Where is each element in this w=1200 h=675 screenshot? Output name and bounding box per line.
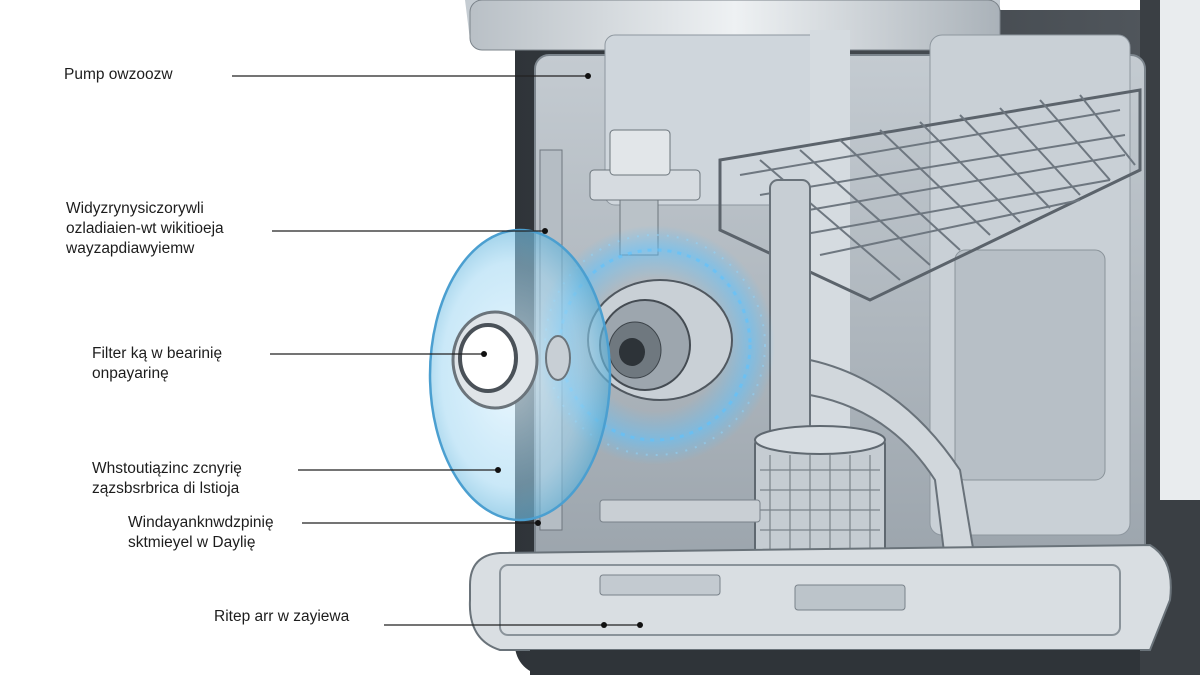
label-motor: Windayanknwdzpinię sktmieyel w Daylię	[128, 513, 274, 553]
leader-lines	[232, 75, 640, 626]
dish-rack	[718, 88, 1142, 302]
bottom-tray	[468, 499, 1172, 675]
label-pump: Pump owzoozw	[64, 65, 173, 85]
label-drain: Ritep arr w zayiewa	[214, 607, 349, 627]
filter-lens	[428, 228, 612, 522]
label-seal: Widyzrynysiczorywli ozladiaien-wt wikiti…	[66, 199, 224, 259]
label-seal-line-2: ozladiaien-wt wikitioeja	[66, 220, 224, 237]
label-drain-line-1: Ritep arr w zayiewa	[214, 608, 350, 625]
label-motor-line-1: Windayanknwdzpinię	[128, 514, 274, 531]
label-housing: Whstoutiązinc zcnyrię zązsbsrbrica di ls…	[92, 459, 242, 499]
label-housing-line-2: zązsbsrbrica di lstioja	[92, 480, 240, 497]
label-seal-line-1: Widyzrynysiczorywli	[66, 200, 204, 217]
label-filter-bearing-line-1: Filter ką w bearinię	[92, 345, 223, 362]
label-filter-bearing: Filter ką w bearinię onpayarinę	[92, 344, 222, 384]
label-seal-line-3: wayzapdiawyiemw	[66, 240, 195, 257]
label-motor-line-2: sktmieyel w Daylię	[128, 534, 256, 551]
label-pump-line-1: Pump owzoozw	[64, 66, 173, 83]
leader-dots	[481, 73, 643, 628]
label-housing-line-1: Whstoutiązinc zcnyrię	[92, 460, 242, 477]
label-filter-bearing-line-2: onpayarinę	[92, 365, 169, 382]
filter-basket	[754, 425, 886, 571]
